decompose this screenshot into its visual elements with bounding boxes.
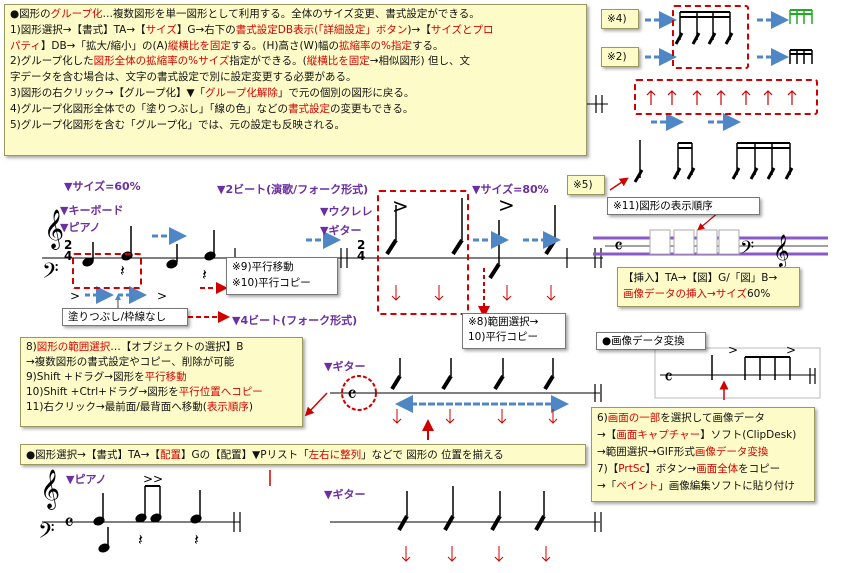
svg-text:𝄴: 𝄴 xyxy=(664,365,673,389)
treble-clef-icon-3: 𝄞 xyxy=(40,469,60,510)
insert-image-note: 【挿入】TA→【図】G/「図」B→ 画像データの挿入→サイズ60% xyxy=(617,267,800,307)
sixteenth-notes-group-top xyxy=(674,11,734,45)
guitar-label-3: ▼ギター xyxy=(324,488,366,501)
selection-frame-piano xyxy=(72,253,142,289)
bass-clef-icon: 𝄢 xyxy=(42,259,59,289)
piano-label-2: ▼ピアノ xyxy=(66,473,107,486)
align-note: ●図形選択→【書式】TA→【配置】Gの【配置】▼Pリスト「左右に整列」などで 図… xyxy=(20,444,586,465)
red-up-arrows xyxy=(646,90,797,105)
image-convert-label: ●画像データ変換 xyxy=(596,332,706,350)
guitar-label: ▼ギター xyxy=(320,224,362,237)
svg-text:>: > xyxy=(728,343,738,357)
svg-text:>>: >> xyxy=(143,472,163,486)
note4-label: ※4) xyxy=(601,9,639,29)
svg-text:𝄴: 𝄴 xyxy=(64,511,74,536)
sixteenth-notes-wide xyxy=(731,142,794,180)
piano-label: ▼ピアノ xyxy=(60,221,101,234)
selection-frame-arrows xyxy=(634,79,818,115)
common-time-icon: 𝄴 xyxy=(614,234,623,258)
sixteenth-notes-black-small xyxy=(789,49,813,64)
treble-clef-icon: 𝄞 xyxy=(44,209,64,250)
bass-clef-icon-3: 𝄢 xyxy=(38,519,55,549)
svg-text:>: > xyxy=(392,194,409,218)
display-order-label: ※11)図形の表示順序 xyxy=(607,197,760,215)
svg-text:𝄽: 𝄽 xyxy=(194,530,199,549)
svg-text:𝄽: 𝄽 xyxy=(138,530,143,549)
guitar-label-2: ▼ギター xyxy=(324,360,366,373)
beat4-label: ▼4ビート(フォーク形式) xyxy=(232,314,358,327)
size80-label: ▼サイズ=80% xyxy=(472,183,549,196)
svg-text:>: > xyxy=(498,193,515,217)
note5-label: ※5) xyxy=(567,175,605,195)
move-copy-note: ※9)平行移動※10)平行コピー xyxy=(226,257,338,295)
beat2-label: ▼2ビート(演歌/フォーク形式) xyxy=(217,183,369,196)
eighth-notes-pair xyxy=(672,142,696,180)
rest-icon: 𝄽 xyxy=(120,261,125,280)
bass-clef-icon-2: 𝄢 xyxy=(740,238,754,263)
range-copy-note: ※8)範囲選択→10)平行コピー xyxy=(462,313,566,349)
note2-label: ※2) xyxy=(601,47,639,67)
size60-label: ▼サイズ=60% xyxy=(64,180,141,193)
range-select-note: 8)図形の範囲選択…【オブジェクトの選択】B →複数図形の書式設定やコピー、削除… xyxy=(20,337,303,427)
treble-clef-icon-2: 𝄞 xyxy=(773,234,790,268)
quarter-note-single xyxy=(633,140,644,183)
sixteenth-notes-green xyxy=(789,9,813,24)
grouping-explanation-note: ●図形のグループ化…複数図形を単一図形として利用する。全体のサイズ変更、書式設定… xyxy=(4,4,587,156)
svg-text:>: > xyxy=(786,343,796,357)
svg-text:>: > xyxy=(70,289,80,303)
image-capture-note: 6)画面の一部を選択して画像データ →【画面キャプチャー】ソフト(ClipDes… xyxy=(591,407,815,502)
selection-frame-guitar xyxy=(377,190,469,315)
rest-icon-2: 𝄽 xyxy=(202,265,207,284)
common-time-icon-2: 𝄴 xyxy=(347,383,357,408)
selection-frame-top xyxy=(672,5,749,69)
ukulele-label: ▼ウクレレ xyxy=(320,205,373,218)
fill-none-note: 塗りつぶし/枠線なし xyxy=(62,308,188,326)
svg-text:>: > xyxy=(157,289,167,303)
keyboard-label: ▼キーボード xyxy=(60,204,124,217)
